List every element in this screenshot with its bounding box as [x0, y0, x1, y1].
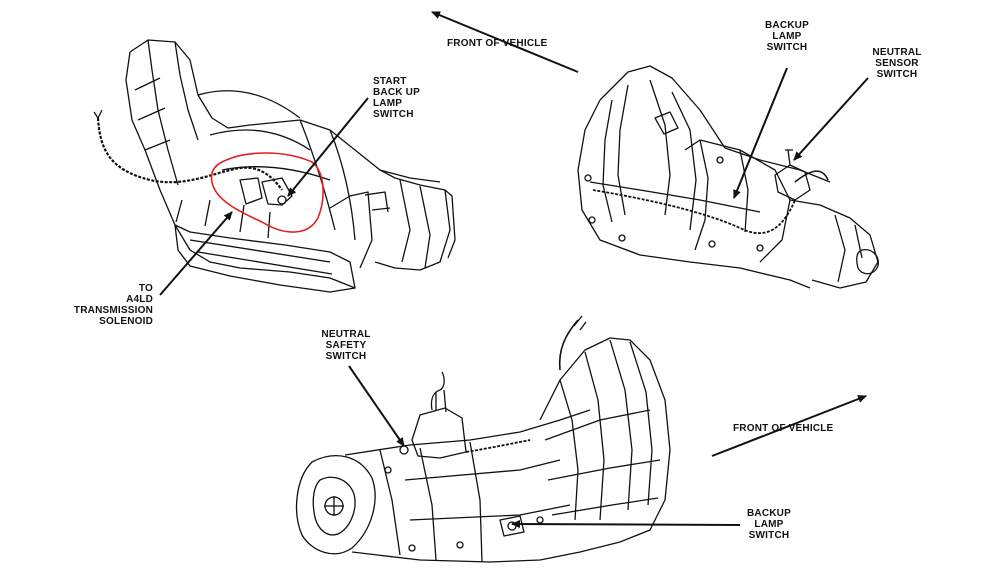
a4ld-solenoid-leader — [159, 211, 233, 296]
label-line: BACKUP — [765, 20, 809, 31]
label-line: BACK UP — [373, 87, 420, 98]
label-line: LAMP — [373, 98, 403, 109]
label-line: BACKUP — [747, 508, 791, 519]
neutral-sensor-switch-leader — [793, 77, 869, 161]
front-of-vehicle-arrow-bottom — [711, 395, 867, 457]
neutral-safety-switch-leader — [348, 365, 405, 447]
label-line: A4LD — [126, 294, 153, 305]
manual-transmission-bottom-drawing — [295, 315, 671, 563]
label-line: LAMP — [772, 31, 802, 42]
label-line: SWITCH — [766, 42, 808, 53]
label-line: SAFETY — [325, 340, 367, 351]
start-backup-lamp-switch-label: START BACK UP LAMP SWITCH — [373, 76, 420, 120]
neutral-sensor-switch-label: NEUTRAL SENSOR SWITCH — [862, 47, 932, 80]
to-a4ld-solenoid-label: TO A4LD TRANSMISSION SOLENOID — [58, 283, 153, 327]
backup-switch-top-leader — [733, 67, 788, 199]
label-line: SWITCH — [876, 69, 918, 80]
label-line: TRANSMISSION — [73, 305, 153, 316]
label-line: SOLENOID — [99, 316, 153, 327]
label-line: LAMP — [754, 519, 784, 530]
start-backup-switch-leader — [287, 97, 369, 197]
label-line: SWITCH — [325, 351, 367, 362]
label-line: TO — [138, 283, 153, 294]
highlight-circle — [210, 152, 324, 233]
backup-switch-bottom-leader — [511, 520, 741, 529]
front-of-vehicle-label-top: FRONT OF VEHICLE — [447, 38, 548, 49]
backup-lamp-switch-label-bottom: BACKUP LAMP SWITCH — [738, 508, 800, 541]
label-line: SWITCH — [373, 109, 414, 120]
label-line: NEUTRAL — [321, 329, 371, 340]
label-line: START — [373, 76, 407, 87]
label-line: NEUTRAL — [872, 47, 922, 58]
leader-arrows — [159, 11, 869, 529]
neutral-safety-switch-label: NEUTRAL SAFETY SWITCH — [314, 329, 378, 362]
front-of-vehicle-arrow-top — [431, 11, 579, 73]
label-line: SENSOR — [875, 58, 919, 69]
backup-lamp-switch-label-top: BACKUP LAMP SWITCH — [756, 20, 818, 53]
label-line: SWITCH — [748, 530, 790, 541]
front-of-vehicle-label-bottom: FRONT OF VEHICLE — [733, 423, 834, 434]
manual-transmission-top-drawing — [577, 65, 879, 289]
